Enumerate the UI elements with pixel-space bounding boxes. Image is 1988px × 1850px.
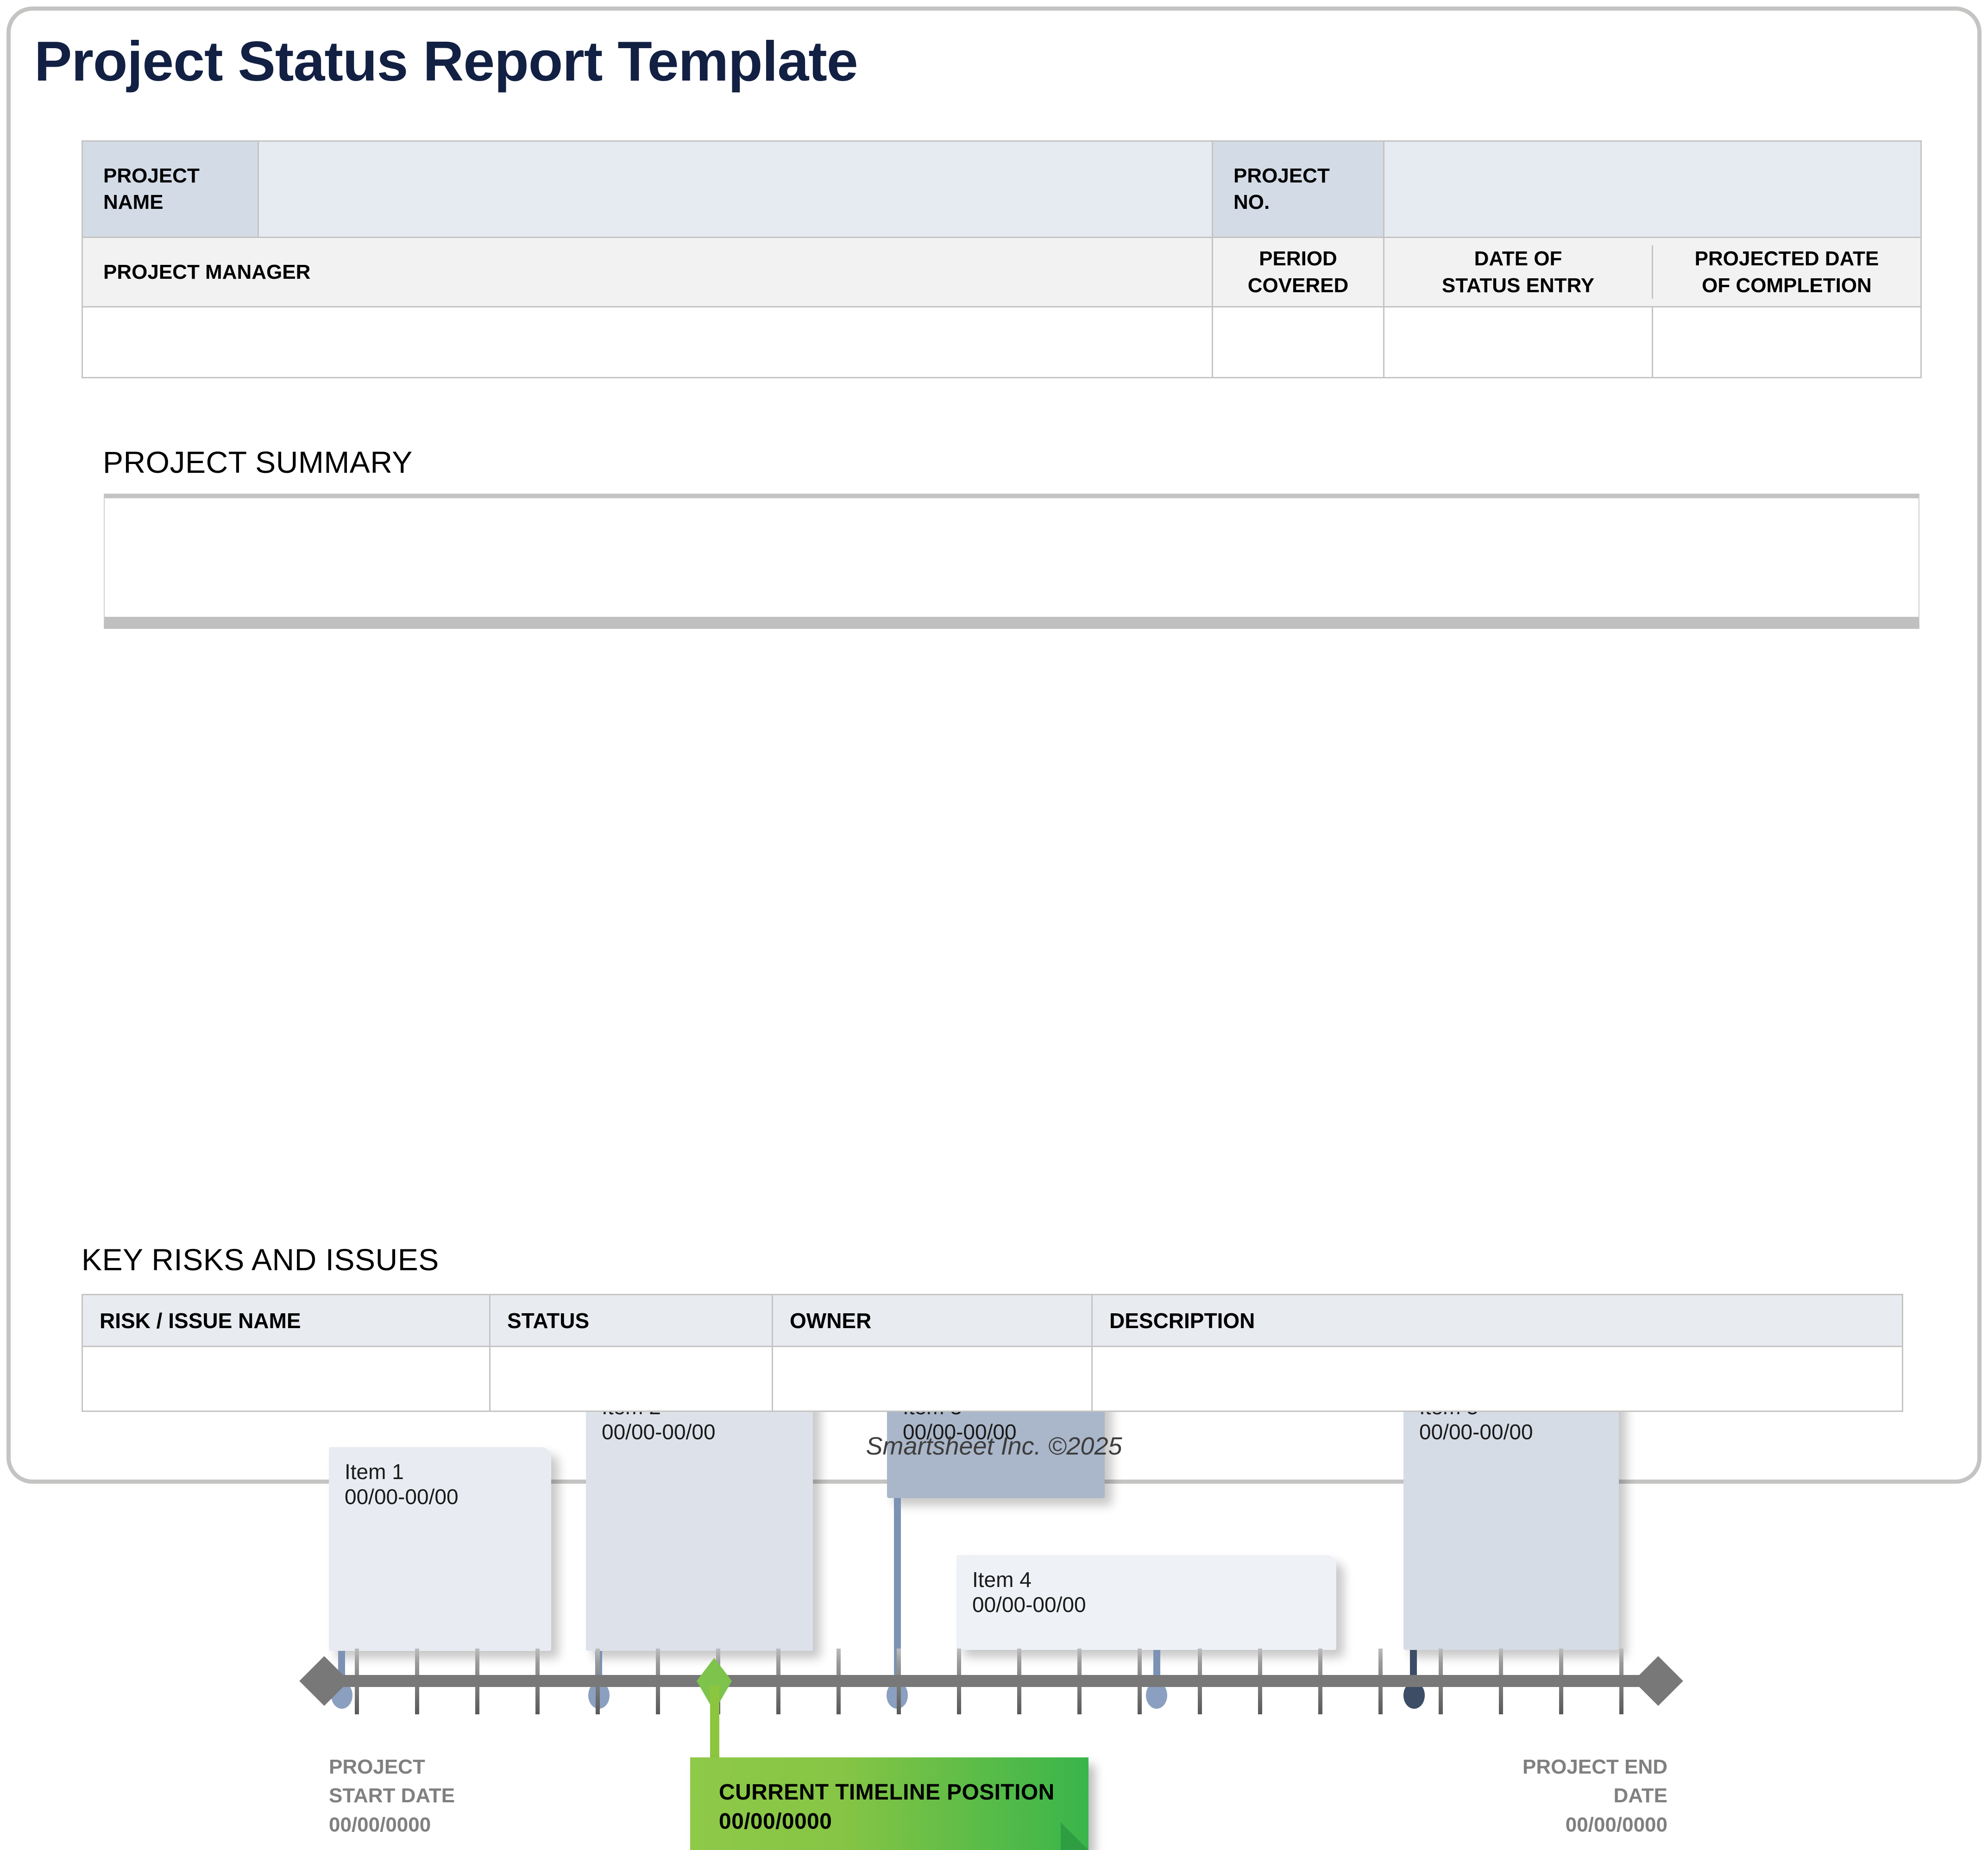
key-risks-table: RISK / ISSUE NAME STATUS OWNER DESCRIPTI… [82,1294,1903,1412]
cell-description[interactable] [1091,1346,1903,1412]
footer-copyright: Smartsheet Inc. ©2025 [866,1432,1122,1460]
project-start-date-label: PROJECT START DATE 00/00/0000 [329,1753,523,1839]
col-header-owner: OWNER [772,1294,1093,1347]
end-label-line1: PROJECT END [1522,1756,1667,1778]
timeline-item-dates: 00/00-00/00 [972,1593,1086,1617]
cell-status[interactable] [489,1346,773,1412]
end-label-line2: DATE [1613,1784,1667,1807]
timeline-item-dates: 00/00-00/00 [1419,1420,1533,1444]
current-position-label: CURRENT TIMELINE POSITION [719,1780,1055,1805]
project-summary-input[interactable] [104,494,1919,629]
project-summary-heading: PROJECT SUMMARY [103,445,413,479]
table-row [82,1346,1903,1412]
project-no-input[interactable] [1383,140,1922,238]
date-inputs-wrap [1383,306,1922,378]
key-risks-heading: KEY RISKS AND ISSUES [82,1242,439,1277]
timeline-item-dates: 00/00-00/00 [602,1420,716,1444]
page-title: Project Status Report Template [34,30,858,93]
table-row [82,306,1922,378]
cell-owner[interactable] [772,1346,1093,1412]
date-of-status-entry-input[interactable] [1384,307,1653,377]
project-end-date-label: PROJECT END DATE 00/00/0000 [1436,1753,1667,1839]
table-header-row: RISK / ISSUE NAME STATUS OWNER DESCRIPTI… [82,1294,1903,1347]
project-timeline: Item 1 00/00-00/00 Item 2 00/00-00/00 It… [0,676,1988,1850]
col-header-status: STATUS [489,1294,773,1347]
project-manager-input[interactable] [82,306,1213,378]
timeline-item-dates: 00/00-00/00 [903,1420,1017,1444]
timeline-item-title: Item 1 [345,1460,404,1484]
end-date-value: 00/00/0000 [1565,1813,1667,1836]
cell-risk-name[interactable] [82,1346,491,1412]
projected-date-completion-input[interactable] [1652,307,1920,377]
timeline-item-card-2[interactable]: Item 2 00/00-00/00 [586,1382,813,1651]
start-date-value: 00/00/0000 [329,1813,431,1836]
start-label-line2: START DATE [329,1784,455,1807]
timeline-item-dates: 00/00-00/00 [345,1485,459,1509]
timeline-axis-line [324,1675,1658,1687]
current-position-stem [710,1686,719,1760]
timeline-item-card-5[interactable]: Item 5 00/00-00/00 [1403,1382,1619,1650]
timeline-item-card-1[interactable]: Item 1 00/00-00/00 [329,1447,551,1651]
project-manager-header: PROJECT MANAGER [82,237,1213,307]
start-label-line1: PROJECT [329,1756,425,1778]
period-covered-input[interactable] [1212,306,1384,378]
col-header-description: DESCRIPTION [1091,1294,1903,1347]
current-position-diamond-icon-top [697,1658,732,1681]
period-covered-header: PERIOD COVERED [1212,237,1384,307]
project-name-input[interactable] [258,140,1213,238]
timeline-item-title: Item 4 [972,1568,1032,1592]
current-timeline-position-callout[interactable]: CURRENT TIMELINE POSITION 00/00/0000 [690,1757,1088,1850]
col-header-risk-name: RISK / ISSUE NAME [82,1294,491,1347]
timeline-item-card-4[interactable]: Item 4 00/00-00/00 [956,1555,1336,1650]
current-position-date: 00/00/0000 [719,1809,832,1834]
callout-folded-corner [1061,1822,1088,1850]
